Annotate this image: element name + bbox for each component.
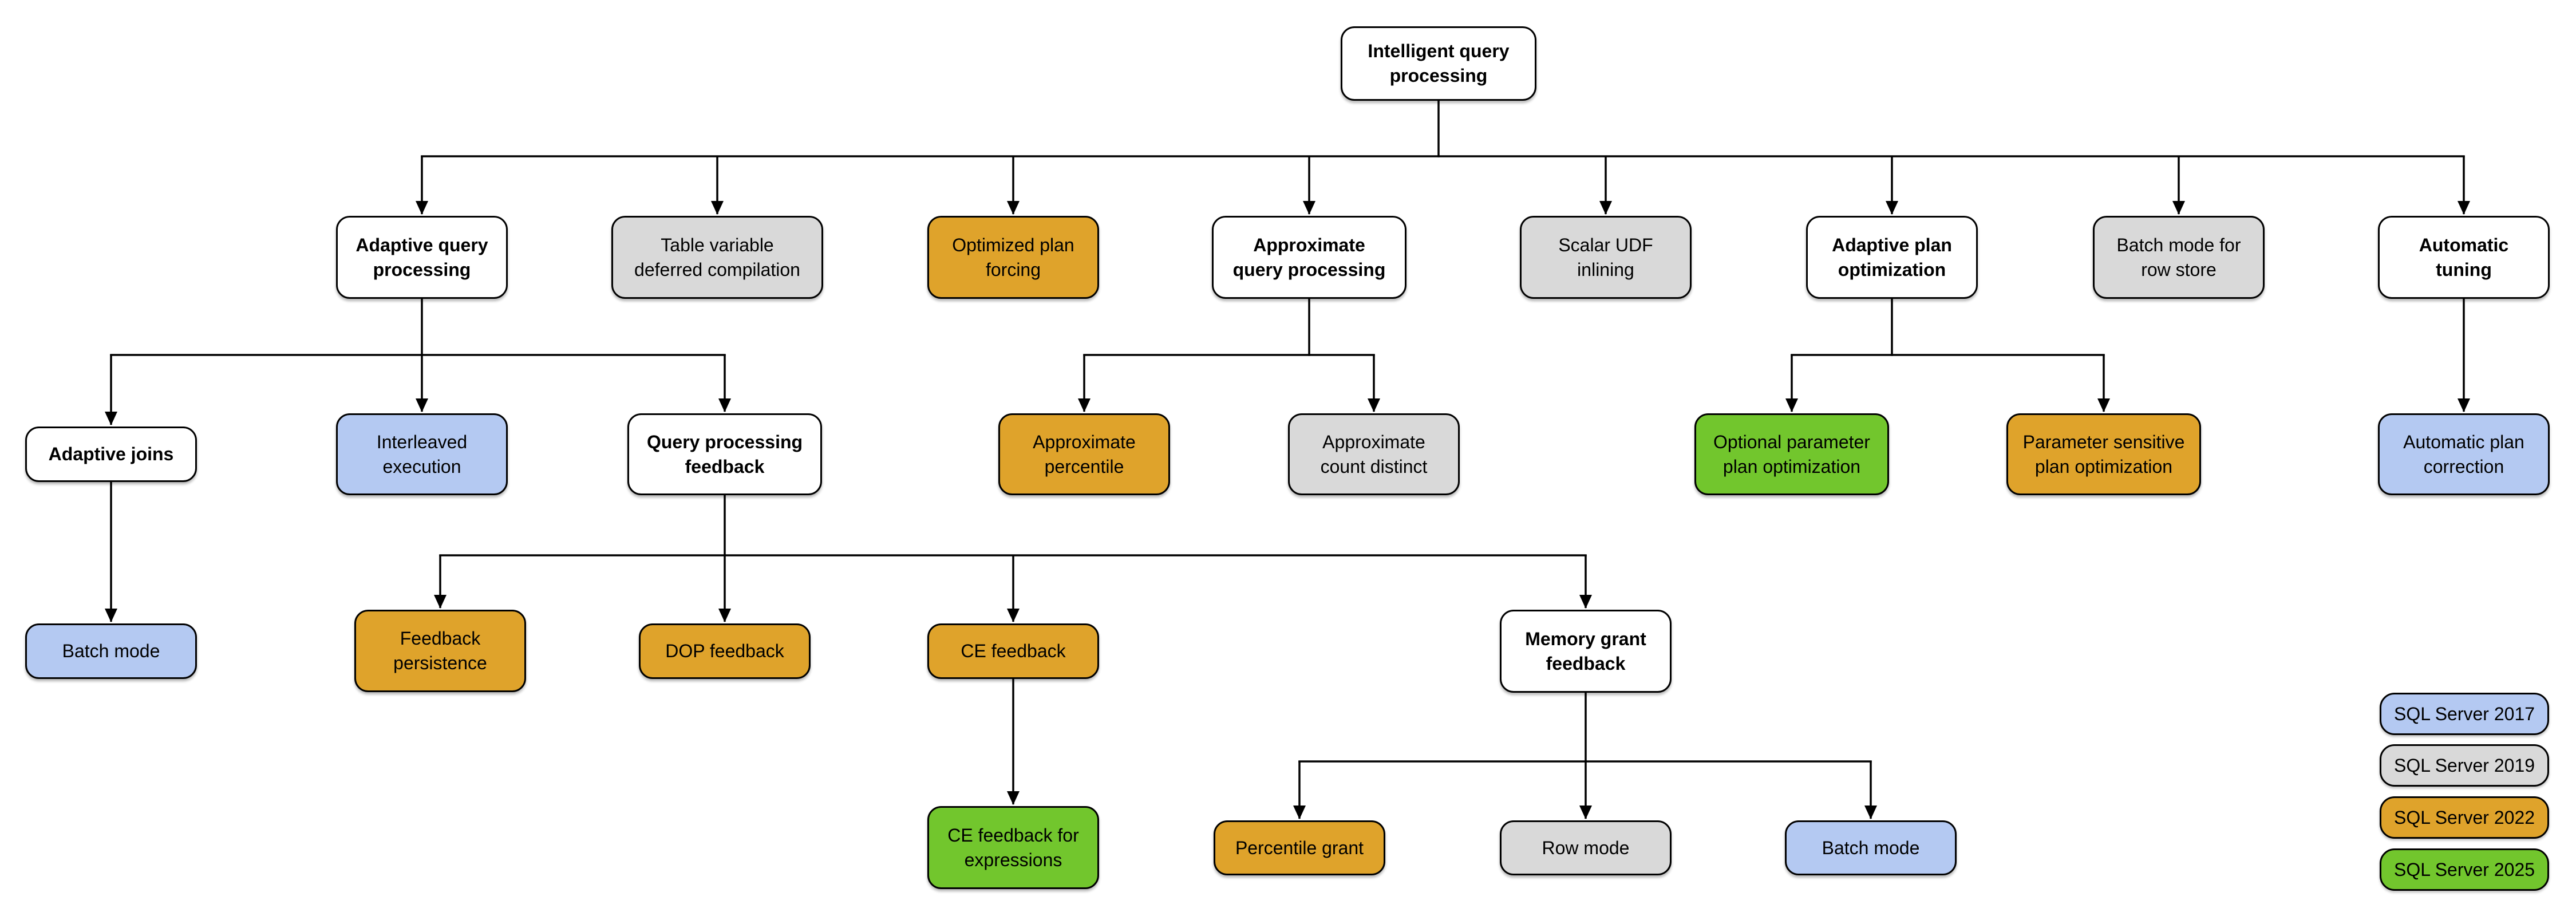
- node-intelligent-query-processing: Intelligent query processing: [1341, 26, 1536, 101]
- node-ce-feedback-for-expressions: CE feedback for expressions: [927, 806, 1099, 889]
- node-percentile-grant: Percentile grant: [1214, 820, 1385, 875]
- node-interleaved-execution: Interleaved execution: [336, 413, 508, 495]
- legend-item-sql-server-2025: SQL Server 2025: [2380, 848, 2549, 891]
- legend-item-sql-server-2022: SQL Server 2022: [2380, 796, 2549, 839]
- node-adaptive-joins: Adaptive joins: [25, 427, 197, 482]
- node-batch-mode-under-memory-grant: Batch mode: [1785, 820, 1957, 875]
- legend-item-sql-server-2017: SQL Server 2017: [2380, 693, 2549, 735]
- node-optimized-plan-forcing: Optimized plan forcing: [927, 216, 1099, 299]
- node-batch-mode-for-row-store: Batch mode for row store: [2093, 216, 2265, 299]
- node-feedback-persistence: Feedback persistence: [354, 610, 526, 692]
- node-approximate-count-distinct: Approximate count distinct: [1288, 413, 1460, 495]
- node-approximate-query-processing: Approximate query processing: [1212, 216, 1406, 299]
- node-scalar-udf-inlining: Scalar UDF inlining: [1520, 216, 1692, 299]
- node-ce-feedback: CE feedback: [927, 623, 1099, 679]
- node-automatic-plan-correction: Automatic plan correction: [2378, 413, 2550, 495]
- node-approximate-percentile: Approximate percentile: [998, 413, 1170, 495]
- legend-item-sql-server-2019: SQL Server 2019: [2380, 744, 2549, 787]
- node-table-variable-deferred-compilation: Table variable deferred compilation: [611, 216, 823, 299]
- node-automatic-tuning: Automatic tuning: [2378, 216, 2550, 299]
- node-dop-feedback: DOP feedback: [639, 623, 811, 679]
- node-row-mode: Row mode: [1500, 820, 1672, 875]
- node-memory-grant-feedback: Memory grant feedback: [1500, 610, 1672, 693]
- node-batch-mode-under-adaptive-joins: Batch mode: [25, 623, 197, 679]
- node-optional-parameter-plan-optimization: Optional parameter plan optimization: [1694, 413, 1889, 495]
- node-adaptive-query-processing: Adaptive query processing: [336, 216, 508, 299]
- node-adaptive-plan-optimization: Adaptive plan optimization: [1806, 216, 1978, 299]
- node-query-processing-feedback: Query processing feedback: [627, 413, 822, 495]
- node-parameter-sensitive-plan-optimization: Parameter sensitive plan optimization: [2006, 413, 2201, 495]
